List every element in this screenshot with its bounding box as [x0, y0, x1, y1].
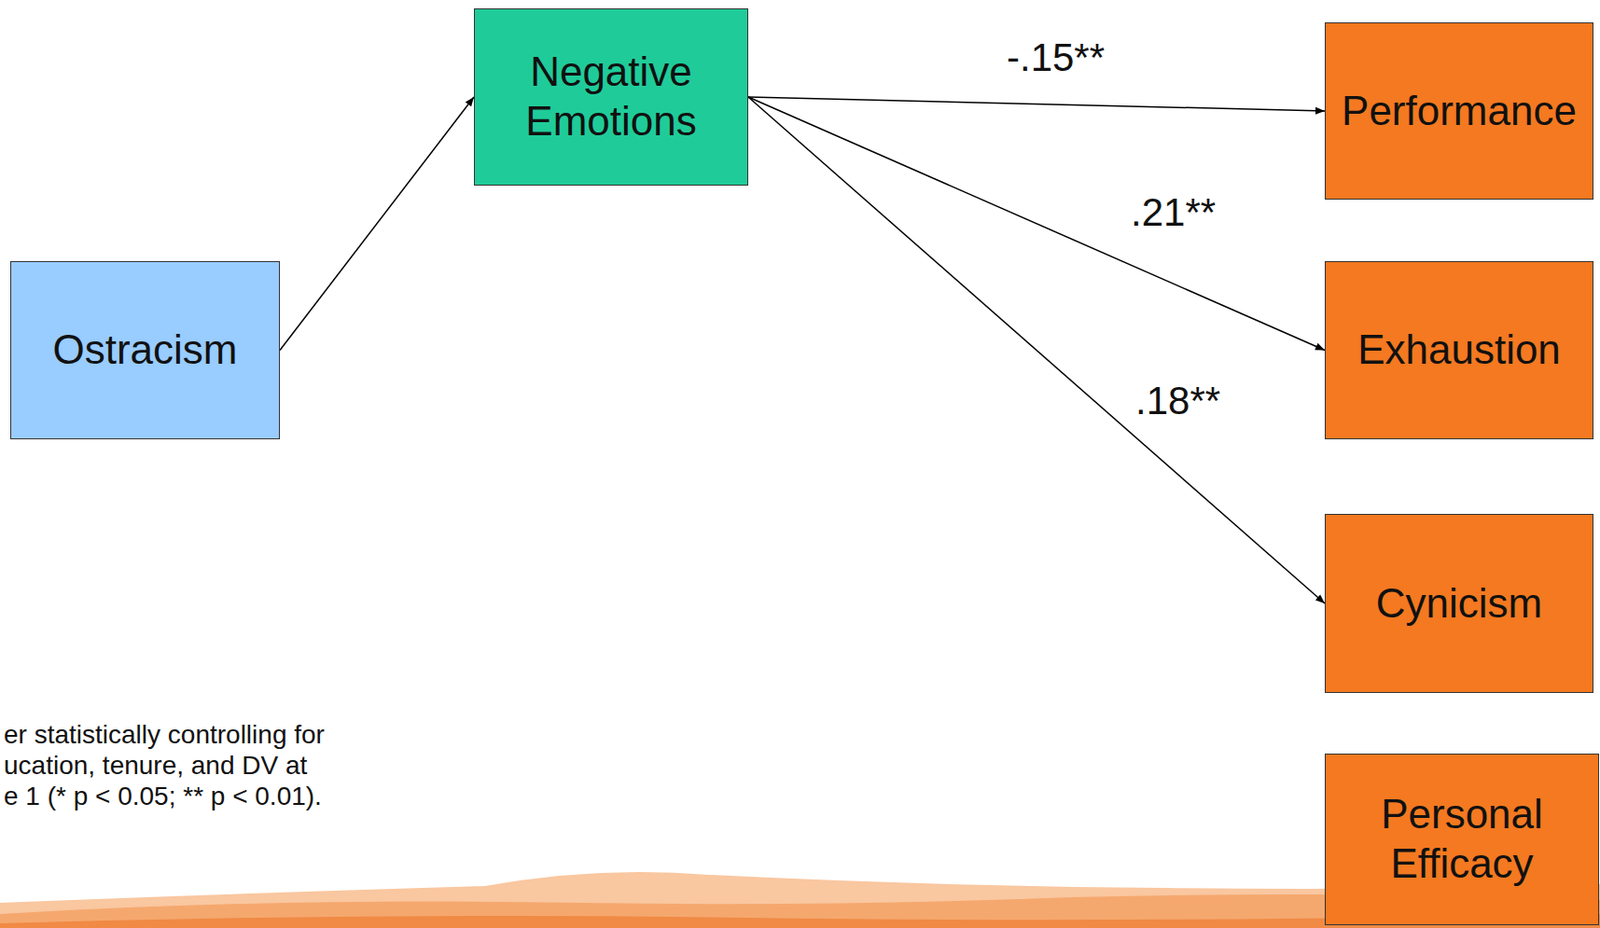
box-label: Ostracism: [41, 325, 250, 376]
process-box: Cynicism: [1324, 514, 1594, 694]
box-label: Cynicism: [1364, 579, 1554, 629]
arrow-connector: [748, 97, 1325, 604]
box-label: Personal Efficacy: [1325, 790, 1599, 890]
path-coefficient: -.15**: [1002, 36, 1109, 80]
path-coefficient: .21**: [1126, 191, 1220, 235]
process-box: Performance: [1324, 22, 1594, 200]
path-coefficient: .18**: [1131, 379, 1225, 423]
process-box: Personal Efficacy: [1324, 753, 1600, 926]
footnote-text: er statistically controlling for ucation…: [3, 719, 327, 812]
process-box: Ostracism: [10, 261, 280, 440]
arrow-connector: [748, 97, 1325, 351]
process-box: Exhaustion: [1324, 261, 1594, 440]
box-label: Negative Emotions: [474, 47, 748, 147]
arrow-connector: [748, 97, 1325, 112]
box-label: Performance: [1330, 86, 1588, 137]
arrow-connector: [279, 97, 474, 351]
box-label: Exhaustion: [1346, 325, 1573, 376]
process-box: Negative Emotions: [473, 8, 749, 186]
